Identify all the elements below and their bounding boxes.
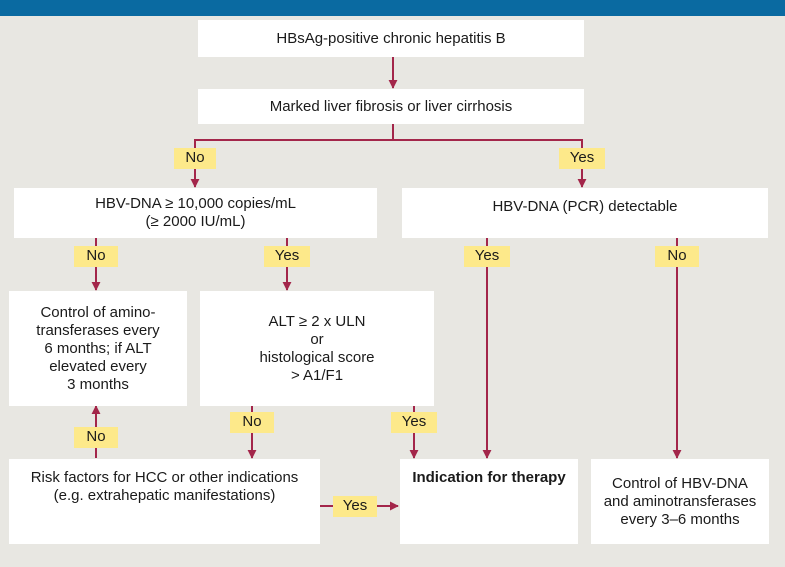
node-control-aminotransferases: Control of amino- transferases every 6 m… xyxy=(9,291,187,406)
node-hbv-dna-pcr: HBV-DNA (PCR) detectable xyxy=(402,188,768,238)
node-indication-text: Indication for therapy xyxy=(412,469,566,486)
node-alt-histology: ALT ≥ 2 x ULN or histological score > A1… xyxy=(200,291,434,406)
node-alt-histology-line-4: > A1/F1 xyxy=(290,366,344,384)
node-control-hbv-dna-line-3: every 3–6 months xyxy=(620,510,740,528)
header-bar xyxy=(0,0,785,16)
label-threshold-no: No xyxy=(74,246,118,267)
node-control-aminotransferases-line-3: 6 months; if ALT xyxy=(44,339,152,357)
label-pcr-yes: Yes xyxy=(464,246,510,267)
node-indication: Indication for therapy xyxy=(400,459,578,544)
node-control-aminotransferases-line-5: 3 months xyxy=(67,375,129,393)
node-hbv-dna-threshold-line-2: (≥ 2000 IU/mL) xyxy=(145,213,246,230)
arrow-fibrosis-yes xyxy=(393,139,587,188)
label-alt-no: No xyxy=(230,412,274,433)
node-control-aminotransferases-line-1: Control of amino- xyxy=(40,303,156,321)
node-fibrosis-text: Marked liver fibrosis or liver cirrhosis xyxy=(269,97,513,115)
node-control-aminotransferases-line-4: elevated every xyxy=(49,357,147,375)
node-hbsag-text: HBsAg-positive chronic hepatitis B xyxy=(276,29,506,47)
node-risk-factors: Risk factors for HCC or other indication… xyxy=(9,459,320,544)
label-risk-yes: Yes xyxy=(333,496,377,517)
label-alt-yes: Yes xyxy=(391,412,437,433)
node-control-hbv-dna: Control of HBV-DNA and aminotransferases… xyxy=(591,459,769,544)
node-hbv-dna-threshold: HBV-DNA ≥ 10,000 copies/mL (≥ 2000 IU/mL… xyxy=(14,188,377,238)
node-alt-histology-line-2: or xyxy=(310,330,324,348)
node-control-hbv-dna-line-2: and aminotransferases xyxy=(603,492,757,510)
node-hbsag: HBsAg-positive chronic hepatitis B xyxy=(198,20,584,57)
node-control-hbv-dna-line-1: Control of HBV-DNA xyxy=(612,474,748,492)
node-control-aminotransferases-line-2: transferases every xyxy=(36,321,160,339)
label-threshold-yes: Yes xyxy=(264,246,310,267)
label-pcr-no: No xyxy=(655,246,699,267)
arrow-fibrosis-no xyxy=(190,124,394,188)
node-risk-factors-line-2: (e.g. extrahepatic manifestations) xyxy=(53,487,276,504)
node-hbv-dna-threshold-line-1: HBV-DNA ≥ 10,000 copies/mL xyxy=(95,195,296,212)
label-risk-no: No xyxy=(74,427,118,448)
label-fibrosis-yes: Yes xyxy=(559,148,605,169)
label-fibrosis-no: No xyxy=(174,148,216,169)
node-alt-histology-line-1: ALT ≥ 2 x ULN xyxy=(268,312,366,330)
node-hbv-dna-pcr-text: HBV-DNA (PCR) detectable xyxy=(492,198,678,215)
node-fibrosis: Marked liver fibrosis or liver cirrhosis xyxy=(198,89,584,124)
node-alt-histology-line-3: histological score xyxy=(259,348,375,366)
node-risk-factors-line-1: Risk factors for HCC or other indication… xyxy=(30,469,299,486)
